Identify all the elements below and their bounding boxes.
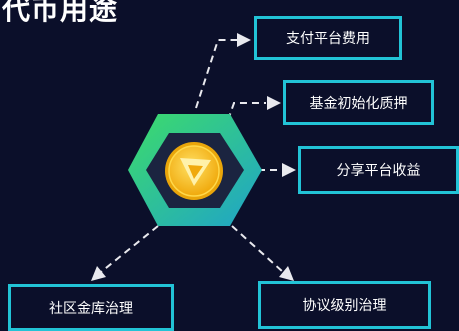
arrowhead-1 [237,33,251,47]
use-label: 支付平台费用 [286,31,370,47]
use-box-protocol-governance: 协议级别治理 [258,281,431,329]
connector-5 [231,225,284,273]
connector-4 [100,225,159,273]
use-label: 基金初始化质押 [309,95,408,112]
arrowhead-5 [279,266,294,281]
connector-1 [195,39,237,109]
coin-logo-icon [165,142,223,200]
arrowhead-2 [267,96,281,110]
use-box-fund-staking: 基金初始化质押 [283,80,434,125]
connector-2 [227,102,266,121]
use-label: 分享平台收益 [336,163,421,179]
use-box-revenue-share: 分享平台收益 [298,146,459,194]
use-label: 社区金库治理 [49,300,133,317]
arrowhead-4 [91,266,106,281]
use-box-treasury-governance: 社区金库治理 [8,284,174,331]
use-label: 协议级别治理 [302,298,387,314]
arrowhead-3 [282,163,296,177]
page-title: 代币用途 [2,0,119,26]
use-box-pay-fees: 支付平台费用 [254,16,402,60]
